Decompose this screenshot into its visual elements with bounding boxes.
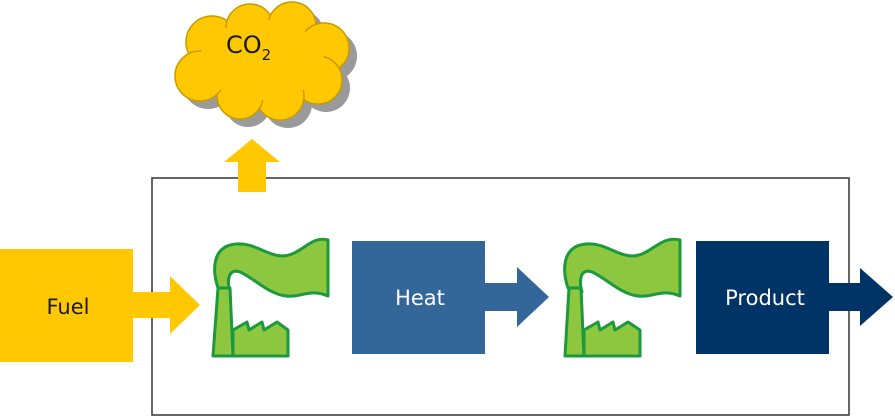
heat-arrow <box>485 267 549 327</box>
product-label: Product <box>725 286 805 310</box>
fuel-arrow <box>133 276 200 334</box>
co2-emission-arrow <box>224 139 280 192</box>
co2-main: CO <box>226 31 262 59</box>
factory-icon <box>211 237 330 358</box>
product-arrow <box>829 268 893 326</box>
heat-label: Heat <box>395 286 445 310</box>
co2-subscript: 2 <box>262 46 272 64</box>
co2-label: CO2 <box>226 31 271 64</box>
fuel-box <box>0 249 133 362</box>
product-box <box>696 241 829 354</box>
fuel-label: Fuel <box>47 295 90 319</box>
cloud-icon <box>174 1 350 121</box>
heat-box <box>352 241 485 354</box>
factory-icon-2 <box>563 237 682 358</box>
